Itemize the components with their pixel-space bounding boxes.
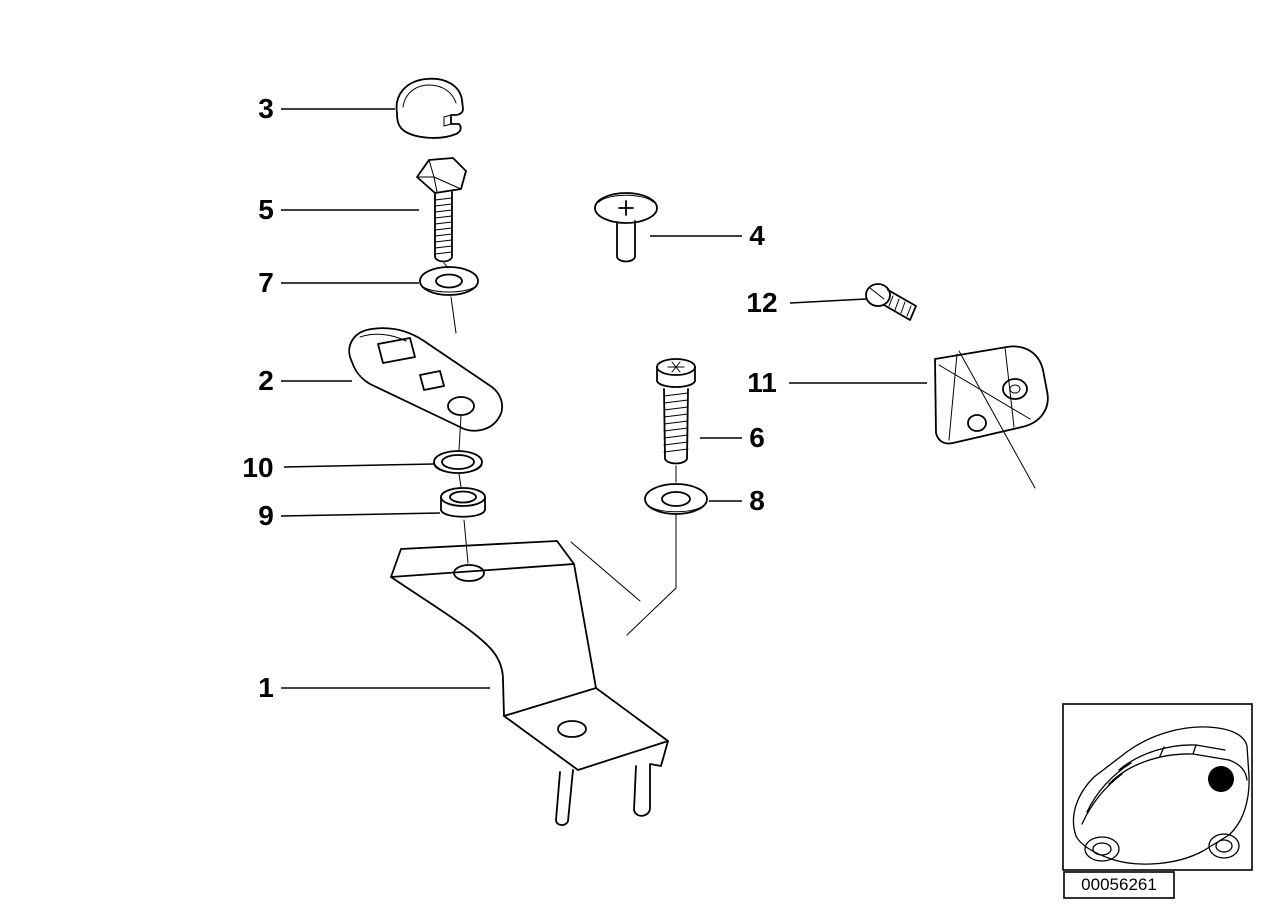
part-12-screw-drawing <box>865 283 917 321</box>
callout-label-11[interactable]: 11 <box>747 367 777 398</box>
callout-label-12[interactable]: 12 <box>746 287 777 318</box>
image-code-box: 00056261 <box>1063 871 1175 899</box>
location-marker-dot <box>1208 766 1234 792</box>
callout-label-3[interactable]: 3 <box>258 93 274 124</box>
part-2-bracket-drawing <box>348 327 503 432</box>
part-8-washer-drawing <box>644 483 708 515</box>
callout-label-6[interactable]: 6 <box>749 422 765 453</box>
car-location-inset <box>1062 703 1253 871</box>
callout-label-8[interactable]: 8 <box>749 485 765 516</box>
part-4-screw-drawing <box>594 192 658 263</box>
part-6-torx-bolt-drawing <box>656 358 696 465</box>
callout-label-9[interactable]: 9 <box>258 500 274 531</box>
car-outline <box>1072 726 1250 865</box>
part-11-catch-bracket-drawing <box>934 345 1049 489</box>
callouts: 3 5 7 2 10 9 1 4 12 11 6 8 <box>242 93 927 703</box>
callout-label-1[interactable]: 1 <box>258 672 274 703</box>
leader-line-10 <box>283 463 435 468</box>
callout-label-5[interactable]: 5 <box>258 194 274 225</box>
leader-line-9 <box>280 512 441 517</box>
projection-lines <box>443 262 677 636</box>
part-1-support-bracket-drawing <box>390 540 669 826</box>
part-3-cap-drawing <box>395 77 464 139</box>
callout-label-4[interactable]: 4 <box>749 220 765 251</box>
part-5-hex-bolt-drawing <box>416 157 467 263</box>
part-10-ring-drawing <box>433 450 483 474</box>
image-code-text: 00056261 <box>1081 875 1157 894</box>
part-7-washer-drawing <box>419 266 479 296</box>
image-code-frame <box>1063 871 1175 899</box>
part-9-bushing-drawing <box>440 487 486 518</box>
callout-label-7[interactable]: 7 <box>258 267 274 298</box>
callout-label-2[interactable]: 2 <box>258 365 274 396</box>
callout-label-10[interactable]: 10 <box>242 452 273 483</box>
leader-line-12 <box>789 298 867 304</box>
